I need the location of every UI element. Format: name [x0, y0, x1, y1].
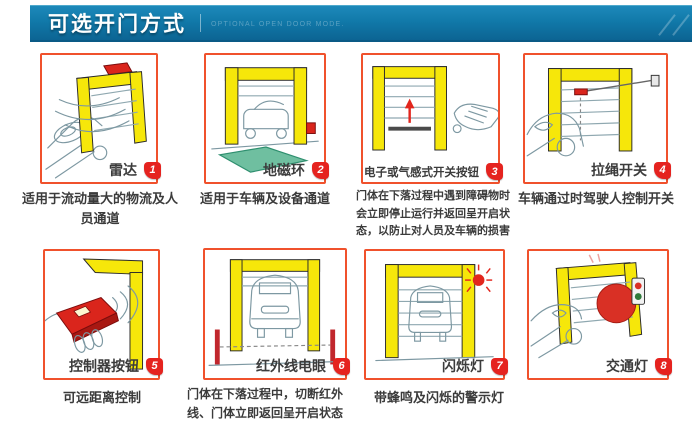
panel-switch-button: 电子或气感式开关按钮 3: [361, 53, 503, 184]
panel-label: 控制器按钮: [69, 358, 139, 374]
panel-number-badge: 3: [486, 163, 503, 180]
panel-flashing-light: 闪烁灯 7: [364, 249, 508, 380]
panel-traffic-light: 交通灯 8: [527, 249, 672, 380]
panel-number-badge: 5: [146, 357, 163, 375]
panel-label-row: 雷达 1: [109, 160, 161, 180]
panel-caption: 适用于流动量大的物流及人员通道: [21, 191, 178, 226]
panel-label: 电子或气感式开关按钮: [364, 166, 479, 179]
header-banner: 可选开门方式 OPTIONAL OPEN DOOR MODE.: [30, 5, 692, 42]
panel-label: 拉绳开关: [591, 162, 647, 178]
panel-label: 地磁环: [263, 162, 305, 178]
infrared-eye-gate-icon: [208, 259, 342, 366]
panel-label-row: 闪烁灯 7: [442, 356, 508, 376]
pull-rope-gate-icon: [526, 68, 660, 157]
panel-ground-loop: 地磁环 2: [204, 53, 329, 184]
panel-number-badge: 2: [312, 161, 329, 179]
panel-caption: 门体在下落过程中遇到障碍物时会立即停止运行并返回呈开启状态，以防止对人员及车辆的…: [356, 190, 510, 238]
title-divider: [200, 14, 201, 32]
panel-controller-button: 控制器按钮 5: [43, 249, 163, 380]
panel-radar: 雷达 1: [40, 53, 161, 184]
panel-label: 闪烁灯: [442, 358, 484, 374]
panel-label-row: 地磁环 2: [263, 160, 329, 180]
decor-slash-icon: [672, 14, 690, 36]
panel-label-row: 电子或气感式开关按钮 3: [364, 163, 503, 180]
panel-pull-rope: 拉绳开关 4: [523, 53, 671, 184]
panel-number-badge: 4: [654, 161, 671, 179]
remote-controller-icon: [45, 258, 144, 370]
radar-gate-icon: [45, 62, 147, 179]
panel-caption: 带蜂鸣及闪烁的警示灯: [373, 390, 504, 405]
panel-label-row: 控制器按钮 5: [69, 356, 163, 376]
panel-caption: 适用于车辆及设备通道: [199, 191, 330, 206]
panel-label: 红外线电眼: [256, 358, 326, 374]
page-subtitle-en: OPTIONAL OPEN DOOR MODE.: [211, 20, 345, 28]
panel-caption: 门体在下落过程中，切断红外线、门体立即返回呈开启状态: [187, 387, 344, 420]
panel-label-row: 交通灯 8: [606, 356, 672, 376]
switch-button-gate-icon: [372, 66, 498, 151]
flashing-light-gate-icon: [375, 264, 494, 362]
panel-number-badge: 6: [333, 357, 350, 375]
panel-caption: 可远距离控制: [62, 390, 141, 405]
panel-caption: 车辆通过时驾驶人控制开关: [517, 191, 674, 206]
panel-label-row: 拉绳开关 4: [591, 160, 671, 180]
traffic-light-gate-icon: [530, 253, 646, 359]
panel-infrared-eye: 红外线电眼 6: [203, 248, 350, 380]
panel-number-badge: 7: [491, 357, 508, 375]
panel-label: 雷达: [109, 162, 137, 178]
page-title: 可选开门方式: [48, 13, 186, 36]
panel-label: 交通灯: [606, 358, 648, 374]
panel-number-badge: 1: [144, 161, 161, 179]
panel-label-row: 红外线电眼 6: [256, 356, 350, 376]
panel-number-badge: 8: [655, 357, 672, 375]
ground-loop-gate-icon: [211, 67, 319, 173]
